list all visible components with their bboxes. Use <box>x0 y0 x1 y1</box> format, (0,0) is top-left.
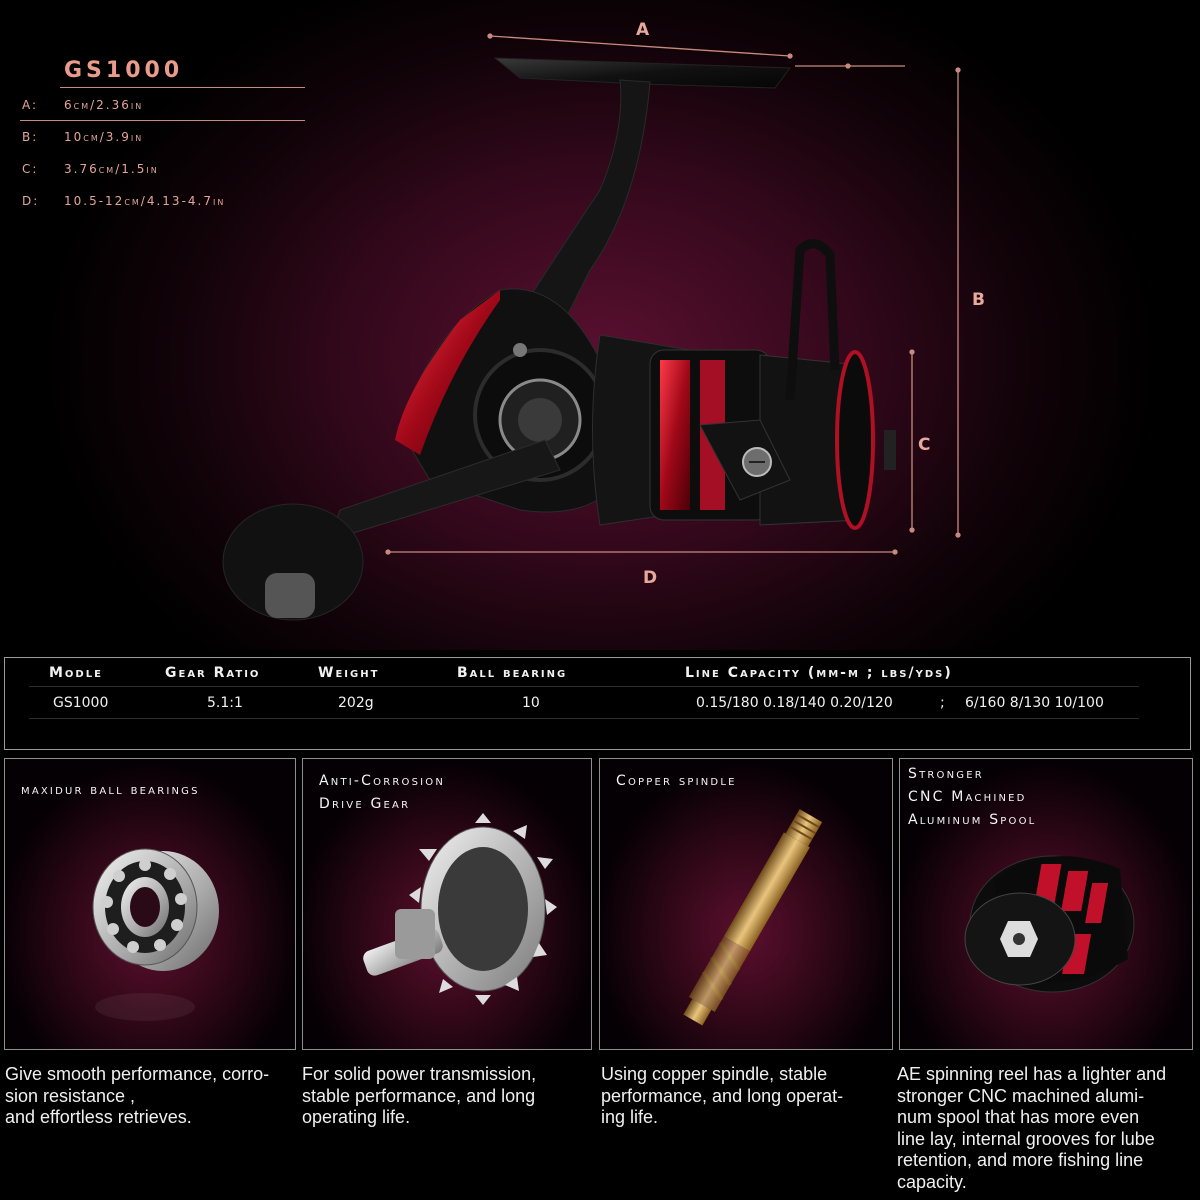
feature-title: Copper spindle <box>616 773 737 789</box>
dimension-value: 10.5-12cm/4.13-4.7in <box>64 194 226 208</box>
dimension-row-a: A: 6cm/2.36in <box>22 98 143 112</box>
cell-separator: ; <box>940 695 945 711</box>
reel-foot <box>493 57 791 89</box>
product-hero: GS1000 A: 6cm/2.36in B: 10cm/3.9in C: 3.76c… <box>0 0 1200 650</box>
column-header-line-capacity: Line Capacity (mm-m ; lbs/yds) <box>685 665 953 681</box>
feature-description: Give smooth performance, corro- sion res… <box>5 1064 270 1127</box>
feature-card-drive-gear: Anti-Corrosion Drive Gear <box>302 758 592 1050</box>
feature-card-aluminum-spool: Stronger CNC Machined Aluminum Spool <box>899 758 1193 1050</box>
column-header-weight: Weight <box>318 665 380 681</box>
feature-description: For solid power transmission, stable per… <box>302 1064 537 1127</box>
dimension-key: C: <box>22 162 39 176</box>
dimension-row-c: C: 3.76cm/1.5in <box>22 162 159 176</box>
dimension-row-b: B: 10cm/3.9in <box>22 130 143 144</box>
dimension-label-d: D <box>643 568 659 588</box>
spinning-reel-illustration <box>222 33 961 621</box>
table-divider <box>29 718 1139 719</box>
table-divider <box>29 686 1139 687</box>
divider <box>60 87 305 88</box>
dimension-label-c: C <box>918 435 932 455</box>
body-red-panel <box>395 290 500 455</box>
dimension-key: A: <box>22 98 39 112</box>
dimension-value: 6cm/2.36in <box>64 98 144 112</box>
column-header-model: Modle <box>49 665 103 681</box>
dimension-label-a: A <box>636 20 651 40</box>
column-header-ball-bearing: Ball bearing <box>457 665 568 681</box>
dimension-key: D: <box>22 194 40 208</box>
dimension-value: 10cm/3.9in <box>64 130 144 144</box>
spec-table: Modle Gear Ratio Weight Ball bearing Lin… <box>4 657 1191 750</box>
aluminum-spool-icon <box>964 855 1135 993</box>
cell-weight: 202g <box>338 695 374 711</box>
column-header-gear-ratio: Gear Ratio <box>165 665 261 681</box>
dimension-value: 3.76cm/1.5in <box>64 162 159 176</box>
cell-gear-ratio: 5.1:1 <box>207 695 243 711</box>
model-title: GS1000 <box>64 58 184 83</box>
feature-title: Stronger CNC Machined Aluminum Spool <box>908 766 1037 828</box>
dimension-lines <box>385 33 961 555</box>
feature-card-ball-bearings: maxidur ball bearings <box>4 758 296 1050</box>
drive-gear-icon <box>363 813 557 1005</box>
copper-spindle-icon <box>683 809 823 1026</box>
dimension-key: B: <box>22 130 39 144</box>
ball-bearing-icon <box>92 848 219 1021</box>
feature-card-copper-spindle: Copper spindle <box>599 758 893 1050</box>
feature-description: AE spinning reel has a lighter and stron… <box>897 1064 1167 1192</box>
cell-model: GS1000 <box>53 695 109 711</box>
feature-title: Anti-Corrosion Drive Gear <box>319 773 446 812</box>
cell-line-capacity-lbs: 6/160 8/130 10/100 <box>965 695 1104 711</box>
feature-title: maxidur ball bearings <box>21 782 200 798</box>
dimension-label-b: B <box>972 290 986 310</box>
cell-line-capacity-mm: 0.15/180 0.18/140 0.20/120 <box>696 695 893 711</box>
dimension-row-d: D: 10.5-12cm/4.13-4.7in <box>22 194 225 208</box>
cell-ball-bearing: 10 <box>522 695 540 711</box>
feature-description: Using copper spindle, stable performance… <box>601 1064 844 1127</box>
divider <box>20 120 305 121</box>
